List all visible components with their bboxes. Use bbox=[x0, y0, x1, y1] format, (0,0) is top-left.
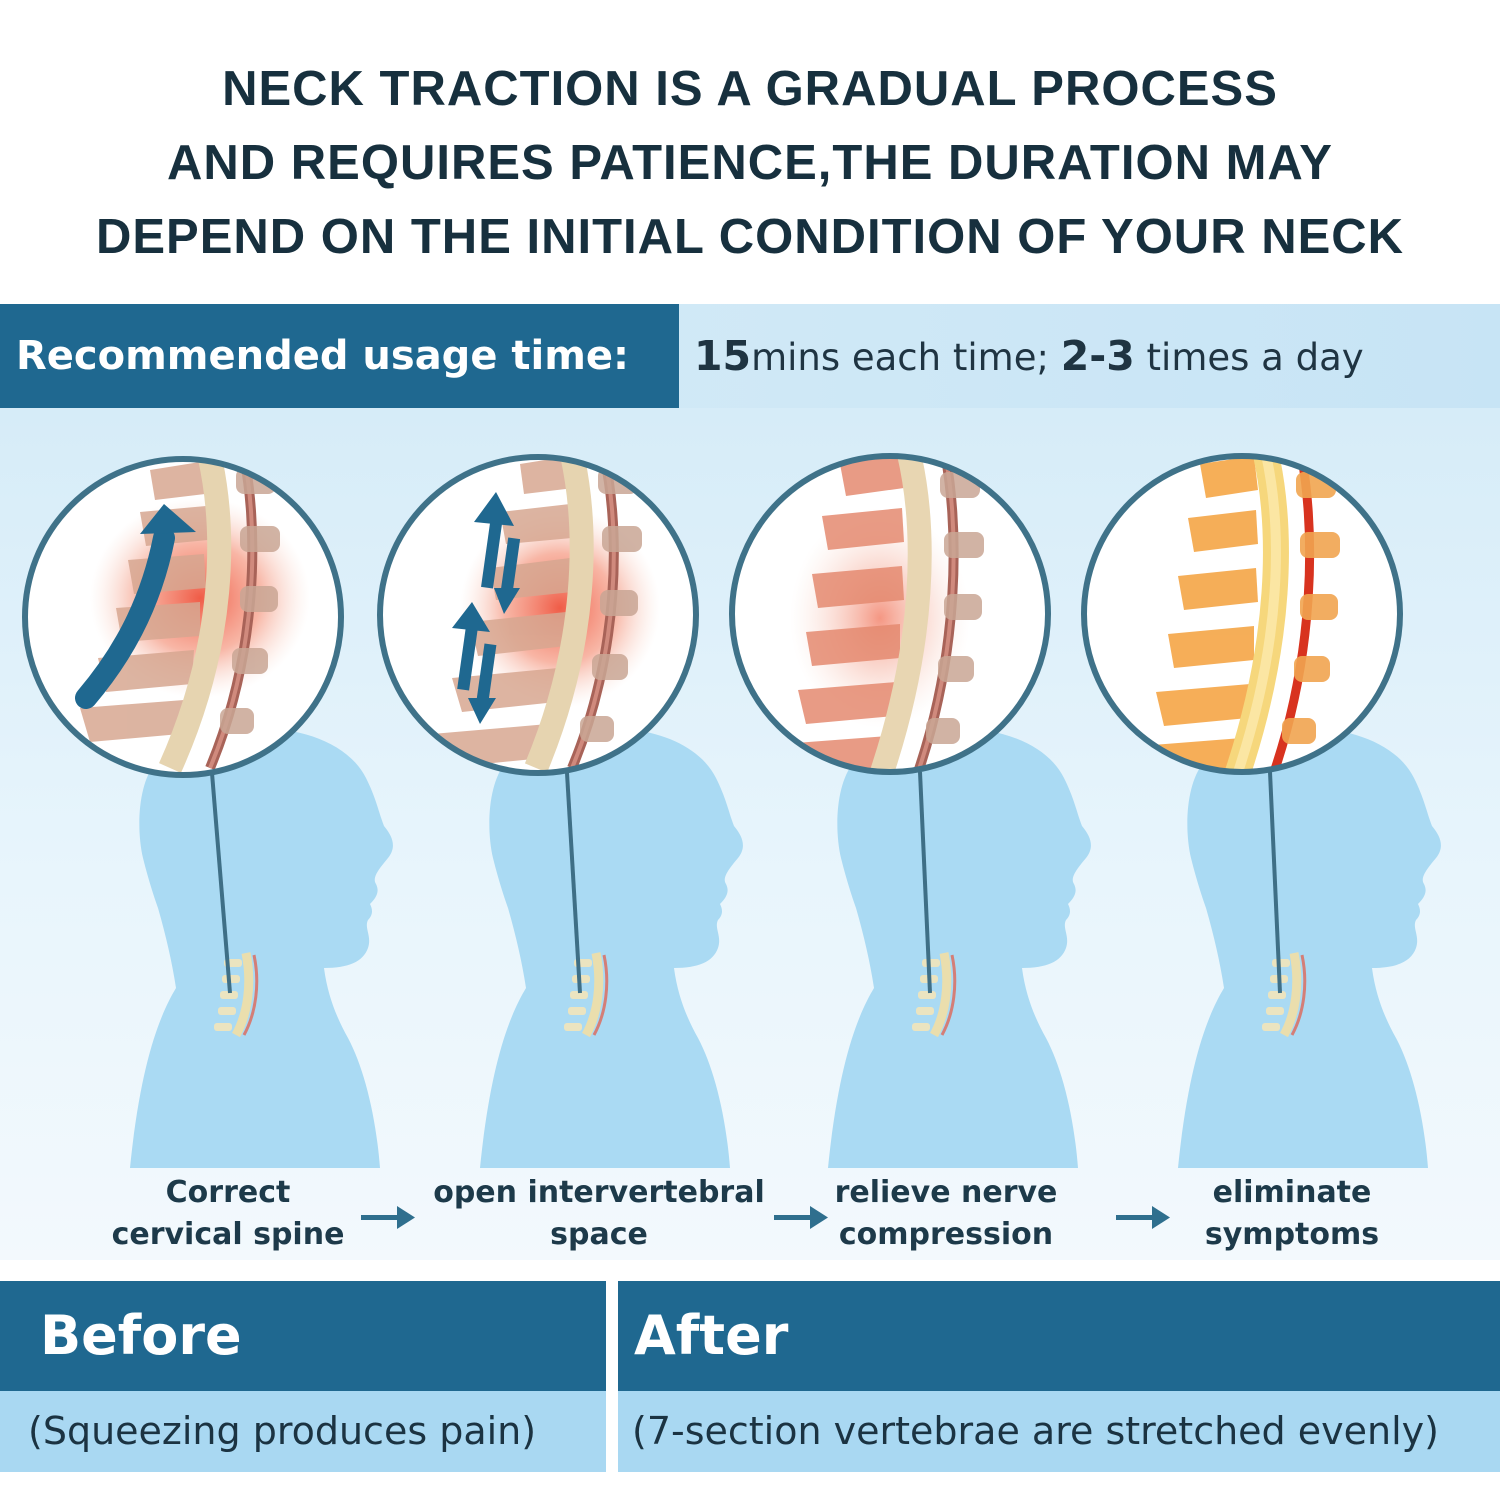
after-title: After bbox=[618, 1281, 1500, 1391]
flow-arrow-icon bbox=[1116, 1206, 1170, 1229]
spine-illustrations bbox=[22, 453, 1441, 1168]
mini-spines bbox=[214, 952, 1307, 1038]
spine-zoom-2 bbox=[377, 454, 699, 776]
after-panel: After (7-section vertebrae are stretched… bbox=[618, 1281, 1500, 1472]
spine-zoom-4 bbox=[1081, 453, 1403, 775]
step-4-line-1: eliminate bbox=[1212, 1175, 1372, 1210]
headline-line-1: NECK TRACTION IS A GRADUAL PROCESS bbox=[222, 62, 1278, 116]
step-label-2: open intervertebral space bbox=[420, 1172, 778, 1256]
usage-value: 15mins each time; 2-3 times a day bbox=[694, 304, 1364, 408]
usage-times-text: times a day bbox=[1134, 336, 1364, 379]
flow-arrow-icon bbox=[774, 1206, 828, 1229]
step-label-4: eliminate symptoms bbox=[1180, 1172, 1404, 1256]
step-1-line-2: cervical spine bbox=[111, 1217, 345, 1252]
step-label-3: relieve nerve compression bbox=[820, 1172, 1072, 1256]
connector-lines bbox=[210, 771, 1282, 994]
after-caption: (7-section vertebrae are stretched evenl… bbox=[618, 1391, 1500, 1472]
step-2-line-1: open intervertebral bbox=[433, 1175, 765, 1210]
step-1-line-1: Correct bbox=[165, 1175, 291, 1210]
flow-arrow-icon bbox=[361, 1206, 415, 1229]
usage-label: Recommended usage time: bbox=[0, 304, 679, 408]
headline-line-3: DEPEND ON THE INITIAL CONDITION OF YOUR … bbox=[95, 210, 1405, 264]
step-3-line-2: compression bbox=[838, 1217, 1054, 1252]
step-label-1: Correct cervical spine bbox=[98, 1172, 358, 1256]
usage-bar: Recommended usage time: 15mins each time… bbox=[0, 304, 1500, 408]
usage-times: 2-3 bbox=[1060, 332, 1135, 380]
illustration-area bbox=[0, 408, 1500, 1260]
step-2-line-2: space bbox=[550, 1217, 648, 1252]
headline: NECK TRACTION IS A GRADUAL PROCESS AND R… bbox=[0, 52, 1500, 274]
step-4-line-2: symptoms bbox=[1204, 1217, 1380, 1252]
spine-zoom-1 bbox=[22, 456, 344, 778]
headline-line-2: AND REQUIRES PATIENCE,THE DURATION MAY bbox=[167, 136, 1333, 190]
before-title: Before bbox=[0, 1281, 606, 1391]
usage-minutes-text: mins each time; bbox=[751, 336, 1061, 379]
step-3-line-1: relieve nerve bbox=[834, 1175, 1058, 1210]
usage-minutes: 15 bbox=[694, 332, 752, 380]
curved-arrow-icon bbox=[75, 527, 175, 709]
double-arrow-icon bbox=[452, 492, 521, 724]
silhouettes bbox=[130, 727, 1441, 1168]
before-caption: (Squeezing produces pain) bbox=[0, 1391, 606, 1472]
before-panel: Before (Squeezing produces pain) bbox=[0, 1281, 606, 1472]
spine-zoom-3 bbox=[729, 453, 1051, 775]
